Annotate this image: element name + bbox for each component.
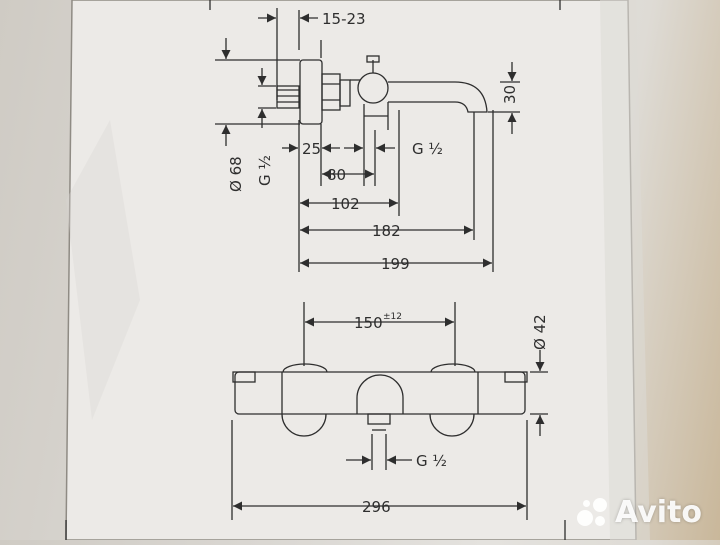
dim-overall-width-label: 296 [362, 498, 391, 516]
dim-80-label: 80 [327, 166, 346, 184]
dim-199-label: 199 [381, 255, 410, 273]
side-view-mixer [276, 55, 488, 130]
dim-centers-tolerance: ±12 [383, 312, 402, 322]
dim-centers-label: 150 [354, 314, 383, 332]
front-view-mixer [232, 363, 528, 437]
avito-watermark: Avito [575, 495, 702, 530]
dim-182-label: 182 [372, 222, 401, 240]
dim-diameter-right-label: Ø 42 [531, 314, 549, 350]
dim-height-label: 30 [501, 85, 519, 104]
dim-thread-left-label: G ½ [256, 155, 274, 186]
dim-102-label: 102 [331, 195, 360, 213]
dim-thread-right-label: G ½ [412, 140, 443, 158]
box-panel [65, 0, 637, 541]
avito-brand-text: Avito [615, 495, 702, 530]
dim-flow-label: 15-23 [322, 10, 366, 28]
dim-25-label: 25 [302, 140, 321, 158]
dim-thread-bottom-label: G ½ [416, 452, 447, 470]
dim-diameter-label: Ø 68 [227, 156, 245, 192]
avito-logo-icon [575, 496, 609, 530]
